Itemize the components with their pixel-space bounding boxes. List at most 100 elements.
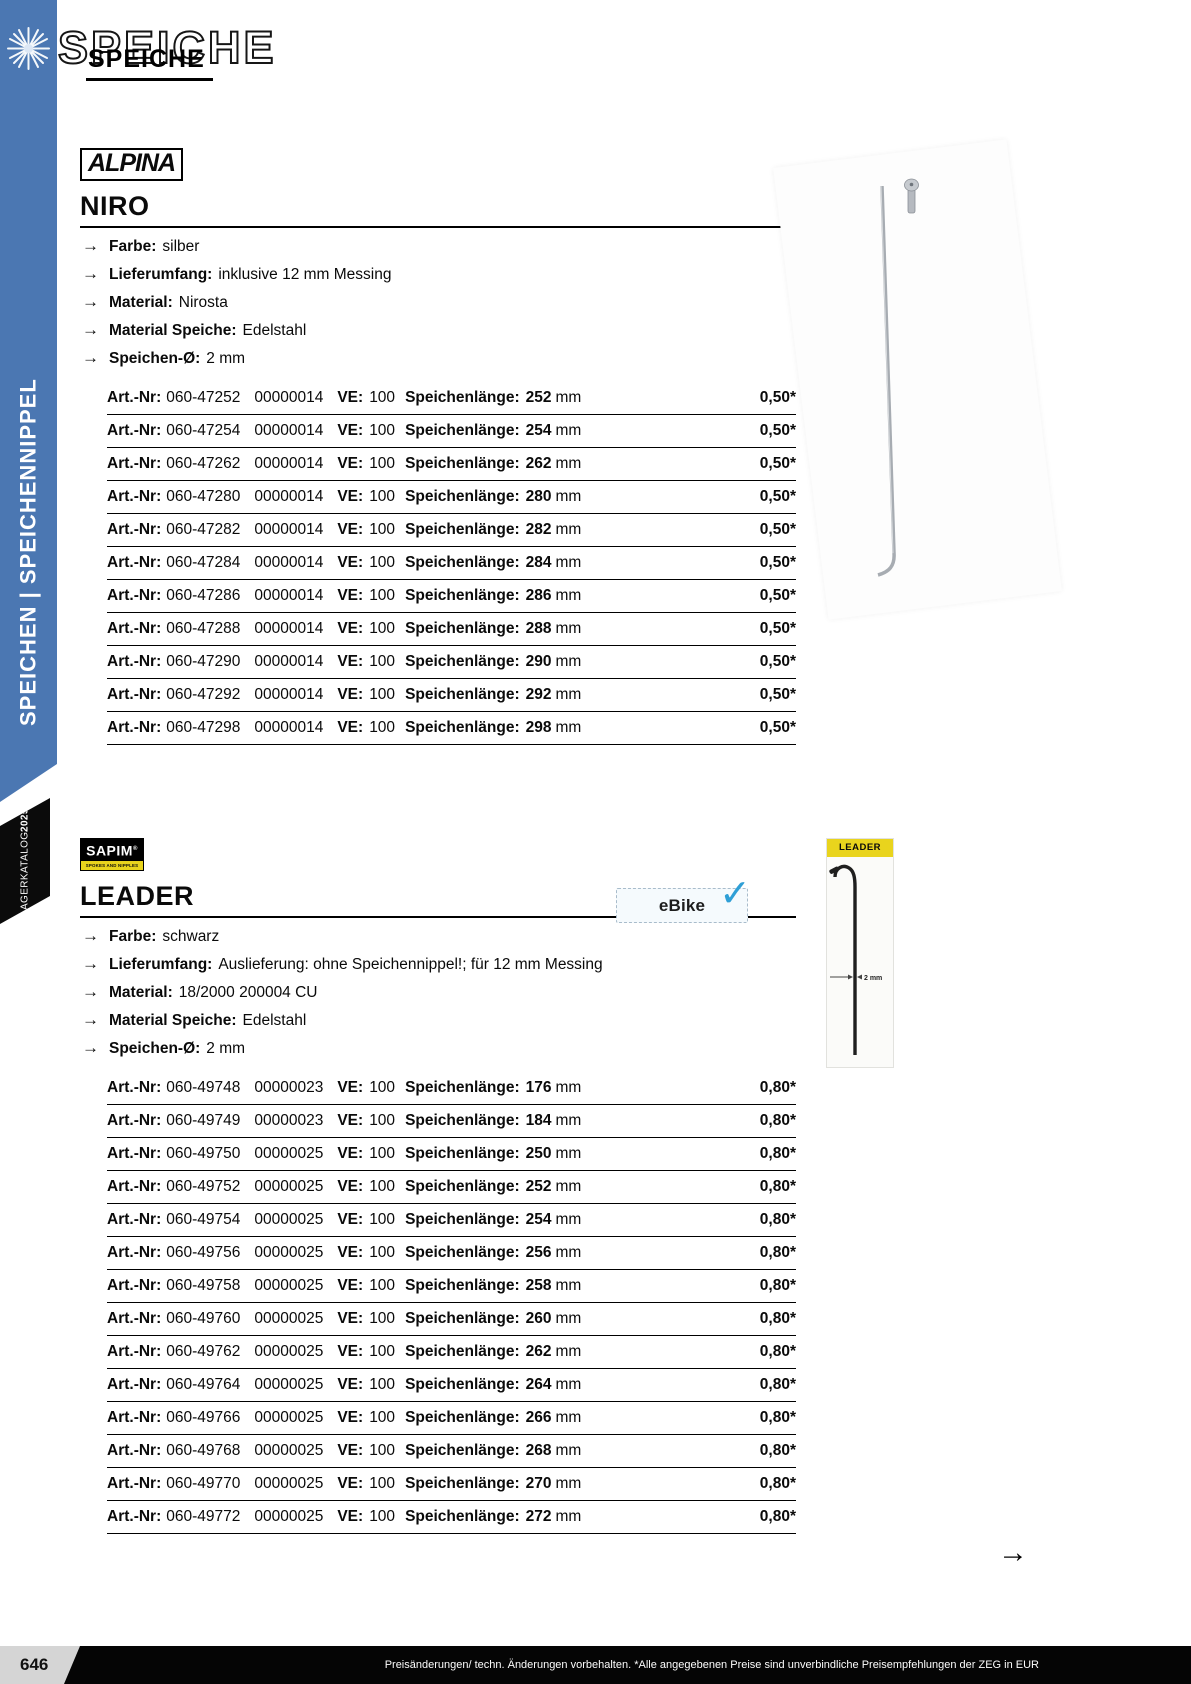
art-code: 00000025 <box>254 1474 324 1492</box>
length-label: Speichenlänge: <box>405 1111 520 1129</box>
price: 0,50* <box>759 686 796 703</box>
sapim-wordmark: SAPIM® <box>80 838 144 861</box>
sidebar-catalog-label: LAGERKATALOG 2025 <box>0 806 50 918</box>
brand-logo-alpina: ALPINA <box>80 148 184 181</box>
length-label: Speichenlänge: <box>405 521 520 538</box>
table-row: Art.-Nr: 060-47288 00000014 VE: 100 Spei… <box>107 613 796 646</box>
art-number: 060-49756 <box>166 1243 241 1261</box>
art-number: 060-49762 <box>166 1342 241 1360</box>
length-value: 256 <box>525 1243 552 1261</box>
ve-label: VE: <box>337 1243 364 1261</box>
length-unit: mm <box>555 1375 582 1393</box>
arrow-bullet-icon: → <box>82 236 99 255</box>
price: 0,50* <box>759 719 796 736</box>
table-row: Art.-Nr: 060-49772 00000025 VE: 100 Spei… <box>107 1501 796 1534</box>
ve-value: 100 <box>369 620 396 637</box>
length-label: Speichenlänge: <box>405 587 520 604</box>
ve-value: 100 <box>369 1441 396 1459</box>
product-section-leader: SAPIM® SPOKES AND NIPPLES LEADER eBike ✓… <box>80 838 796 1534</box>
spec-label: Material: <box>109 983 173 1001</box>
length-unit: mm <box>555 653 582 670</box>
price: 0,80* <box>759 1507 796 1525</box>
product-section-niro: ALPINA NIRO → Farbe: silber → Lieferumfa… <box>80 148 796 745</box>
ve-value: 100 <box>369 1111 396 1129</box>
table-row: Art.-Nr: 060-47290 00000014 VE: 100 Spei… <box>107 646 796 679</box>
art-label: Art.-Nr: <box>107 1441 162 1459</box>
ve-value: 100 <box>369 1243 396 1261</box>
title-rule <box>80 915 796 918</box>
length-value: 270 <box>525 1474 552 1492</box>
art-code: 00000014 <box>254 554 324 571</box>
ve-label: VE: <box>337 1342 364 1360</box>
art-label: Art.-Nr: <box>107 1408 162 1426</box>
spec-label: Speichen-Ø: <box>109 1039 201 1057</box>
spec-line: → Farbe: silber <box>82 236 796 264</box>
spec-value: Edelstahl <box>242 1011 307 1029</box>
art-number: 060-49772 <box>166 1507 241 1525</box>
catalog-year: 2025 <box>19 807 31 832</box>
art-code: 00000023 <box>254 1111 324 1129</box>
spoke-diameter-label: 2 mm <box>864 975 882 982</box>
ve-value: 100 <box>369 1408 396 1426</box>
ve-value: 100 <box>369 455 396 472</box>
art-label: Art.-Nr: <box>107 1375 162 1393</box>
ve-label: VE: <box>337 488 364 505</box>
art-code: 00000025 <box>254 1342 324 1360</box>
table-row: Art.-Nr: 060-47252 00000014 VE: 100 Spei… <box>107 382 796 415</box>
art-code: 00000014 <box>254 686 324 703</box>
spec-line: → Speichen-Ø: 2 mm <box>82 1038 796 1066</box>
art-number: 060-49766 <box>166 1408 241 1426</box>
art-code: 00000014 <box>254 455 324 472</box>
art-code: 00000025 <box>254 1375 324 1393</box>
length-unit: mm <box>555 587 582 604</box>
spec-label: Material: <box>109 294 173 311</box>
art-number: 060-47286 <box>166 587 241 604</box>
spec-list: → Farbe: silber → Lieferumfang: inklusiv… <box>82 236 796 376</box>
arrow-bullet-icon: → <box>82 953 99 973</box>
spec-value: Edelstahl <box>242 322 307 339</box>
ve-label: VE: <box>337 455 364 472</box>
silver-spoke-image <box>877 178 919 577</box>
ve-value: 100 <box>369 1309 396 1327</box>
art-number: 060-47290 <box>166 653 241 670</box>
ve-label: VE: <box>337 719 364 736</box>
art-number: 060-49752 <box>166 1177 241 1195</box>
length-unit: mm <box>555 1309 582 1327</box>
art-label: Art.-Nr: <box>107 620 162 637</box>
ve-label: VE: <box>337 1309 364 1327</box>
length-unit: mm <box>555 686 582 703</box>
page-title-underline <box>86 78 213 81</box>
length-value: 254 <box>525 1210 552 1228</box>
length-label: Speichenlänge: <box>405 488 520 505</box>
arrow-bullet-icon: → <box>82 925 99 945</box>
price: 0,50* <box>759 653 796 670</box>
spec-line: → Material: 18/2000 200004 CU <box>82 982 796 1010</box>
length-label: Speichenlänge: <box>405 1210 520 1228</box>
price: 0,80* <box>759 1111 796 1129</box>
length-label: Speichenlänge: <box>405 1507 520 1525</box>
length-value: 290 <box>525 653 552 670</box>
sidebar-tab-catalog: LAGERKATALOG 2025 <box>0 798 50 924</box>
ve-value: 100 <box>369 1276 396 1294</box>
art-label: Art.-Nr: <box>107 1243 162 1261</box>
table-row: Art.-Nr: 060-49752 00000025 VE: 100 Spei… <box>107 1171 796 1204</box>
spec-value: inklusive 12 mm Messing <box>218 266 392 283</box>
price: 0,80* <box>759 1342 796 1360</box>
length-label: Speichenlänge: <box>405 1078 520 1096</box>
table-row: Art.-Nr: 060-49758 00000025 VE: 100 Spei… <box>107 1270 796 1303</box>
ve-value: 100 <box>369 686 396 703</box>
length-unit: mm <box>555 389 582 406</box>
ebike-badge: eBike ✓ <box>616 875 751 923</box>
table-row: Art.-Nr: 060-49760 00000025 VE: 100 Spei… <box>107 1303 796 1336</box>
catalog-name: LAGERKATALOG <box>19 831 31 917</box>
art-label: Art.-Nr: <box>107 1144 162 1162</box>
price: 0,50* <box>759 389 796 406</box>
length-value: 258 <box>525 1276 552 1294</box>
spec-line: → Lieferumfang: Auslieferung: ohne Speic… <box>82 954 796 982</box>
brand-logo-sapim: SAPIM® SPOKES AND NIPPLES <box>80 838 144 871</box>
ebike-label: eBike <box>658 895 706 915</box>
ve-label: VE: <box>337 1474 364 1492</box>
art-number: 060-49758 <box>166 1276 241 1294</box>
spec-line: → Lieferumfang: inklusive 12 mm Messing <box>82 264 796 292</box>
